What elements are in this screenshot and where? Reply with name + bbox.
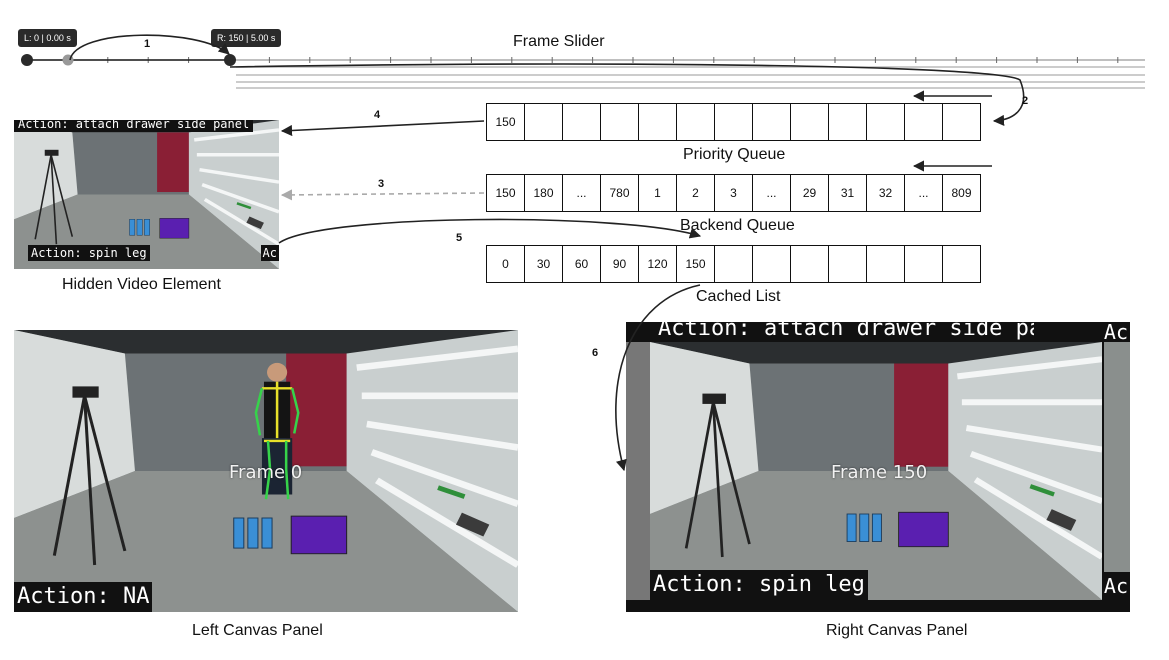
cached-list-cell (828, 245, 867, 283)
priority-queue-cell (638, 103, 677, 141)
cached-list-label: Cached List (696, 288, 781, 305)
right-canvas-panel: Action: attach drawer side panel Ac Fram… (626, 322, 1130, 612)
backend-queue-cell: ... (752, 174, 791, 212)
priority-queue-cell (904, 103, 943, 141)
priority-queue: 150 (486, 103, 981, 141)
backend-queue-cell: 3 (714, 174, 753, 212)
backend-queue-cell: 29 (790, 174, 829, 212)
left-handle-tooltip: L: 0 | 0.00 s (18, 29, 77, 47)
right-panel-right-sliver-bottom: Ac (1101, 572, 1130, 600)
backend-queue-cell: ... (562, 174, 601, 212)
hidden-video-right-sliver: Ac (260, 245, 279, 261)
priority-queue-cell (524, 103, 563, 141)
priority-queue-cell: 150 (486, 103, 525, 141)
backend-queue-cell: 150 (486, 174, 525, 212)
backend-queue-cell: 809 (942, 174, 981, 212)
step-5-label: 5 (456, 232, 463, 244)
backend-queue-cell: 2 (676, 174, 715, 212)
step-4-label: 4 (374, 109, 381, 121)
backend-queue-label: Backend Queue (680, 217, 795, 234)
priority-queue-cell (866, 103, 905, 141)
left-action-tag: Action: NA (14, 582, 153, 612)
backend-queue-cell: 780 (600, 174, 639, 212)
hidden-video-top-action: Action: attach drawer side panel (14, 120, 254, 132)
priority-queue-cell (790, 103, 829, 141)
backend-queue-cell: ... (904, 174, 943, 212)
step-1-label: 1 (144, 38, 151, 50)
left-frame-counter: Frame 0 (229, 462, 303, 483)
right-panel-top-action: Action: attach drawer side panel (654, 322, 1034, 342)
priority-queue-label: Priority Queue (683, 146, 786, 163)
priority-queue-cell (752, 103, 791, 141)
priority-queue-cell (828, 103, 867, 141)
cached-list-cell: 150 (676, 245, 715, 283)
priority-queue-cell (600, 103, 639, 141)
priority-queue-cell (942, 103, 981, 141)
right-frame-counter: Frame 150 (831, 462, 928, 483)
frame-slider-title: Frame Slider (513, 33, 605, 50)
step-3-label: 3 (378, 178, 385, 190)
step-2-label: 2 (1022, 95, 1029, 107)
backend-queue-cell: 31 (828, 174, 867, 212)
cached-list-cell (752, 245, 791, 283)
cached-list-cell (790, 245, 829, 283)
cached-list-cell (714, 245, 753, 283)
cached-list-cell: 60 (562, 245, 601, 283)
hidden-video-label: Hidden Video Element (62, 276, 221, 293)
hidden-video-bottom-action: Action: spin leg (28, 245, 150, 261)
left-canvas-label: Left Canvas Panel (192, 622, 323, 639)
right-canvas-label: Right Canvas Panel (826, 622, 968, 639)
left-canvas-panel: Frame 0 Action: NA (14, 330, 518, 612)
priority-queue-cell (562, 103, 601, 141)
step-6-label: 6 (592, 347, 599, 359)
cached-list-cell: 90 (600, 245, 639, 283)
hidden-video-element: Action: attach drawer side panel Action:… (14, 120, 279, 269)
cached-list-cell (904, 245, 943, 283)
cached-list-cell: 120 (638, 245, 677, 283)
right-panel-right-sliver-top: Ac (1101, 322, 1130, 344)
backend-queue-cell: 1 (638, 174, 677, 212)
cached-list-cell: 0 (486, 245, 525, 283)
backend-queue-cell: 32 (866, 174, 905, 212)
right-action-tag: Action: spin leg (650, 570, 868, 600)
cached-list-cell (866, 245, 905, 283)
priority-queue-cell (714, 103, 753, 141)
cached-list-cell: 30 (524, 245, 563, 283)
priority-queue-cell (676, 103, 715, 141)
backend-queue-cell: 180 (524, 174, 563, 212)
right-handle-tooltip: R: 150 | 5.00 s (211, 29, 282, 47)
cached-list-cell (942, 245, 981, 283)
